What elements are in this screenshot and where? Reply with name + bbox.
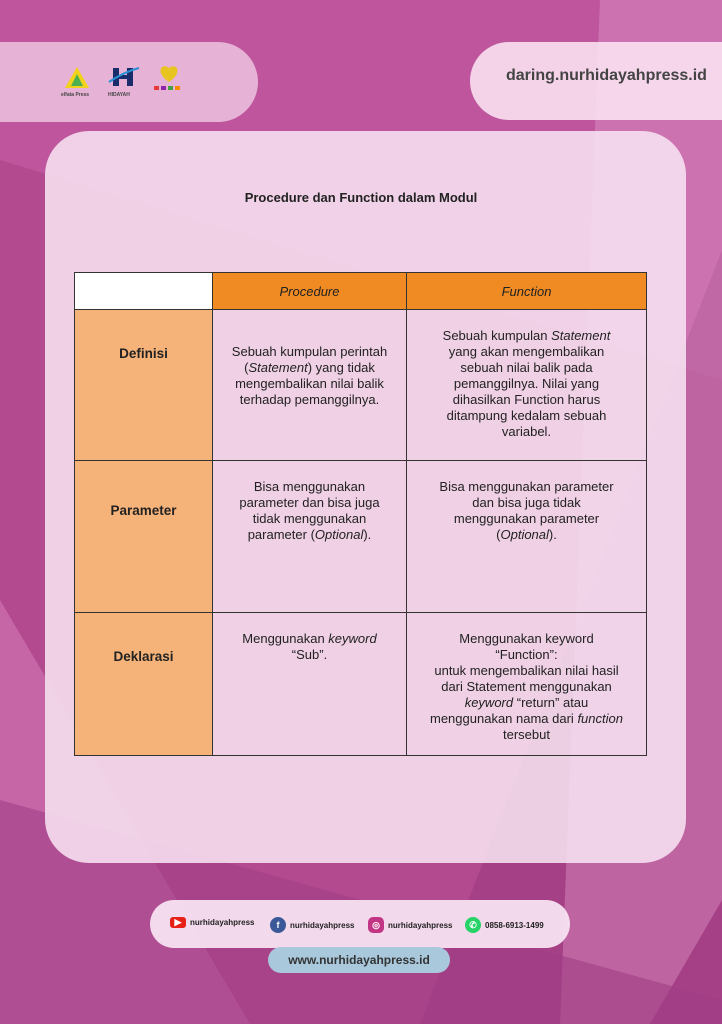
- text-line: ) yang tidak: [307, 360, 375, 375]
- text-line: ).: [548, 527, 557, 542]
- text-line: menggunakan parameter: [453, 511, 600, 526]
- text-line: Bisa menggunakan parameter: [439, 479, 614, 494]
- youtube-label: nurhidayahpress: [190, 918, 255, 927]
- youtube-link[interactable]: ▶ nurhidayahpress: [170, 917, 254, 928]
- text-line: parameter (: [247, 527, 315, 542]
- site-url[interactable]: daring.nurhidayahpress.id: [506, 67, 707, 84]
- text-line: menggunakan nama dari: [430, 711, 578, 726]
- text-line: Menggunakan keyword: [459, 631, 594, 646]
- instagram-label: nurhidayahpress: [388, 920, 453, 930]
- procedure-cell: Sebuah kumpulan perintah (Statement) yan…: [212, 309, 407, 461]
- whatsapp-icon: ✆: [465, 917, 481, 933]
- text-line: Menggunakan: [242, 631, 329, 646]
- text-line: Sebuah kumpulan: [442, 328, 552, 343]
- row-label-cell: Parameter: [74, 460, 213, 613]
- function-cell: Sebuah kumpulan Statement yang akan meng…: [406, 309, 647, 461]
- row-label: Definisi: [119, 346, 168, 361]
- text-italic: function: [577, 711, 623, 726]
- text-line: (: [244, 360, 249, 375]
- website-pill: [268, 947, 450, 973]
- text-line: pemanggilnya. Nilai yang: [453, 376, 600, 391]
- hidayah-logo: [108, 67, 140, 86]
- table-header-row: Procedure Function: [74, 272, 647, 310]
- document-title: Procedure dan Function dalam Modul: [244, 190, 478, 205]
- text-line: tersebut: [503, 727, 550, 742]
- text-italic: keyword: [464, 695, 514, 710]
- text-line: ).: [363, 527, 372, 542]
- table-row: Deklarasi Menggunakan keyword “Sub”. Men…: [74, 612, 647, 756]
- row-label-cell: Definisi: [74, 309, 213, 461]
- text-line: dari Statement menggunakan: [441, 679, 612, 694]
- text-line: mengembalikan nilai balik: [235, 376, 384, 391]
- procedure-text: Menggunakan keyword “Sub”.: [213, 613, 406, 663]
- instagram-icon: ◎: [368, 917, 384, 933]
- header-function: Function: [406, 272, 647, 310]
- row-label: Parameter: [110, 503, 177, 518]
- procedure-cell: Bisa menggunakan parameter dan bisa juga…: [212, 460, 407, 613]
- hidayah-text: HIDAYAH: [108, 92, 130, 98]
- text-line: untuk mengembalikan nilai hasil: [434, 663, 619, 678]
- text-line: tidak menggunakan: [252, 511, 367, 526]
- function-cell: Bisa menggunakan parameter dan bisa juga…: [406, 460, 647, 613]
- text-line: parameter dan bisa juga: [239, 495, 380, 510]
- instagram-link[interactable]: ◎ nurhidayahpress: [368, 917, 452, 933]
- text-line: Sebuah kumpulan perintah: [231, 344, 388, 359]
- facebook-label: nurhidayahpress: [290, 920, 355, 930]
- text-line: (: [496, 527, 501, 542]
- text-line: yang akan mengembalikan: [448, 344, 605, 359]
- text-italic: Optional: [500, 527, 549, 542]
- footer-banner: [150, 900, 570, 948]
- header-procedure: Procedure: [212, 272, 407, 310]
- function-text: Sebuah kumpulan Statement yang akan meng…: [407, 310, 646, 440]
- text-line: dihasilkan Function harus: [452, 392, 601, 407]
- procedure-text: Sebuah kumpulan perintah (Statement) yan…: [213, 310, 406, 408]
- text-line: dan bisa juga tidak: [472, 495, 581, 510]
- procedure-cell: Menggunakan keyword “Sub”.: [212, 612, 407, 756]
- cahaya-logo: [154, 66, 180, 90]
- procedure-text: Bisa menggunakan parameter dan bisa juga…: [213, 461, 406, 543]
- table-row: Parameter Bisa menggunakan parameter dan…: [74, 460, 647, 613]
- function-cell: Menggunakan keyword “Function”: untuk me…: [406, 612, 647, 756]
- text-line: “return” atau: [513, 695, 589, 710]
- text-line: “Sub”.: [291, 647, 328, 662]
- elfata-press-logo: [65, 67, 89, 88]
- whatsapp-link[interactable]: ✆ 0858-6913-1499: [465, 917, 544, 933]
- text-italic: Optional: [314, 527, 364, 542]
- facebook-icon: f: [270, 917, 286, 933]
- function-text: Bisa menggunakan parameter dan bisa juga…: [407, 461, 646, 543]
- youtube-icon: ▶: [170, 917, 186, 928]
- text-italic: Statement: [551, 328, 611, 343]
- text-line: variabel.: [501, 424, 552, 439]
- text-italic: keyword: [328, 631, 377, 646]
- website-link[interactable]: www.nurhidayahpress.id: [288, 953, 430, 967]
- url-banner: [470, 42, 722, 120]
- text-line: Bisa menggunakan: [253, 479, 366, 494]
- facebook-link[interactable]: f nurhidayahpress: [270, 917, 354, 933]
- whatsapp-label: 0858-6913-1499: [485, 920, 544, 930]
- text-italic: Statement: [248, 360, 308, 375]
- header-empty-cell: [74, 272, 213, 310]
- function-text: Menggunakan keyword “Function”: untuk me…: [407, 613, 646, 743]
- comparison-table: Procedure Function Definisi Sebuah kumpu…: [74, 272, 647, 756]
- row-label-cell: Deklarasi: [74, 612, 213, 756]
- text-line: terhadap pemanggilnya.: [239, 392, 380, 407]
- row-label: Deklarasi: [113, 649, 174, 664]
- elfata-press-text: elfata Press: [61, 92, 90, 98]
- text-line: ditampung kedalam sebuah: [446, 408, 607, 423]
- text-line: sebuah nilai balik pada: [460, 360, 593, 375]
- table-row: Definisi Sebuah kumpulan perintah (State…: [74, 309, 647, 461]
- text-line: “Function”:: [495, 647, 558, 662]
